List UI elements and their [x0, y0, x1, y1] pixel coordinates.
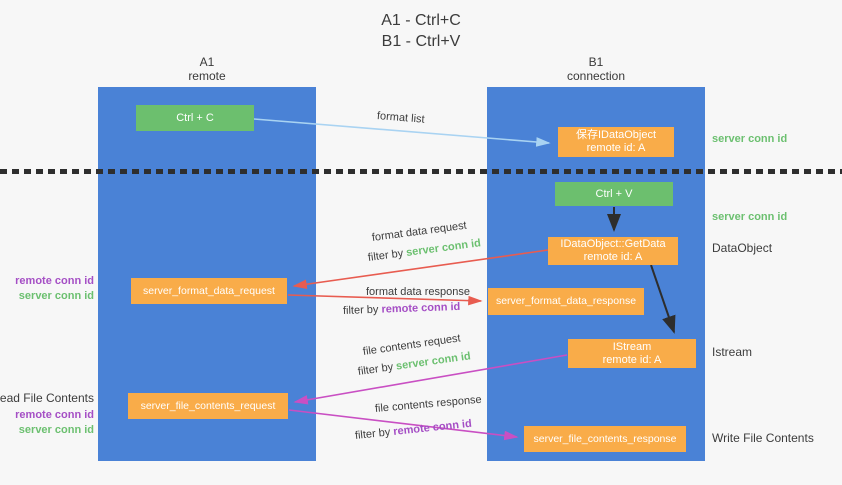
left-conn-id-annotations-bottom: remote conn id server conn id	[15, 408, 94, 438]
getdata-line1: IDataObject::GetData	[560, 238, 666, 250]
left-conn-id-annotations-top: remote conn id server conn id	[15, 274, 94, 304]
save-idataobject-line1: 保存IDataObject	[575, 129, 657, 141]
server-file-contents-response-label: server_file_contents_response	[533, 432, 677, 445]
machine-b-header: B1 connection	[487, 55, 705, 83]
write-file-contents-annotation: Write File Contents	[712, 431, 814, 445]
remote-conn-id-key: remote conn id	[381, 300, 461, 316]
format-data-response-filter-label: filter by remote conn id	[343, 301, 461, 317]
remote-conn-id-annotation: remote conn id	[15, 409, 94, 421]
ctrl-c-node: Ctrl + C	[136, 105, 254, 131]
server-format-data-response-label: server_format_data_response	[495, 295, 637, 307]
format-data-response-label: format data response	[366, 286, 470, 298]
machine-b-name: B1	[588, 55, 604, 69]
title-line-2: B1 - Ctrl+V	[381, 33, 461, 50]
istream-node: IStream remote id: A	[568, 339, 696, 368]
server-file-contents-request-node: server_file_contents_request	[128, 393, 288, 419]
server-format-data-request-node: server_format_data_request	[131, 278, 287, 304]
save-idataobject-node: 保存IDataObject remote id: A	[558, 127, 674, 157]
network-boundary-dashed-line	[0, 169, 842, 174]
istream-line1: IStream	[612, 340, 652, 353]
server-conn-id-annotation-top: server conn id	[712, 133, 788, 145]
getdata-node: IDataObject::GetData remote id: A	[548, 237, 678, 265]
server-conn-id-annotation: server conn id	[18, 424, 94, 436]
format-list-label: format list	[376, 110, 426, 126]
remote-conn-id-key: remote conn id	[392, 417, 473, 438]
read-file-contents-annotation: Read File Contents	[0, 391, 94, 405]
server-conn-id-annotation: server conn id	[18, 290, 94, 302]
getdata-line2: remote id: A	[583, 251, 643, 263]
server-format-data-request-label: server_format_data_request	[143, 284, 275, 297]
istream-annotation: Istream	[712, 345, 753, 359]
istream-line2: remote id: A	[602, 353, 662, 366]
server-conn-id-key: server conn id	[395, 350, 472, 373]
filter-by-text: filter by	[354, 426, 394, 442]
ctrl-c-label: Ctrl + C	[176, 111, 214, 124]
title-line-1: A1 - Ctrl+C	[381, 12, 461, 29]
diagram-title: A1 - Ctrl+C B1 - Ctrl+V	[0, 10, 842, 52]
server-format-data-response-node: server_format_data_response	[488, 288, 644, 315]
dataobject-annotation: DataObject	[712, 241, 773, 255]
file-contents-response-filter-label: filter by remote conn id	[354, 418, 472, 442]
server-conn-id-annotation-mid: server conn id	[712, 211, 788, 223]
remote-conn-id-annotation: remote conn id	[15, 275, 94, 287]
machine-a-role: remote	[188, 69, 226, 83]
machine-b-role: connection	[566, 69, 626, 83]
file-contents-response-label: file contents response	[374, 393, 483, 415]
server-conn-id-key: server conn id	[405, 237, 482, 259]
save-idataobject-line2: remote id: A	[586, 142, 646, 154]
ctrl-v-node: Ctrl + V	[555, 182, 673, 206]
machine-a-header: A1 remote	[98, 55, 316, 83]
filter-by-text: filter by	[357, 360, 397, 378]
machine-a-name: A1	[199, 55, 215, 69]
filter-by-text: filter by	[367, 247, 407, 264]
server-file-contents-response-node: server_file_contents_response	[524, 426, 686, 452]
ctrl-v-label: Ctrl + V	[595, 187, 633, 200]
server-file-contents-request-label: server_file_contents_request	[140, 399, 276, 412]
filter-by-text: filter by	[342, 303, 382, 317]
